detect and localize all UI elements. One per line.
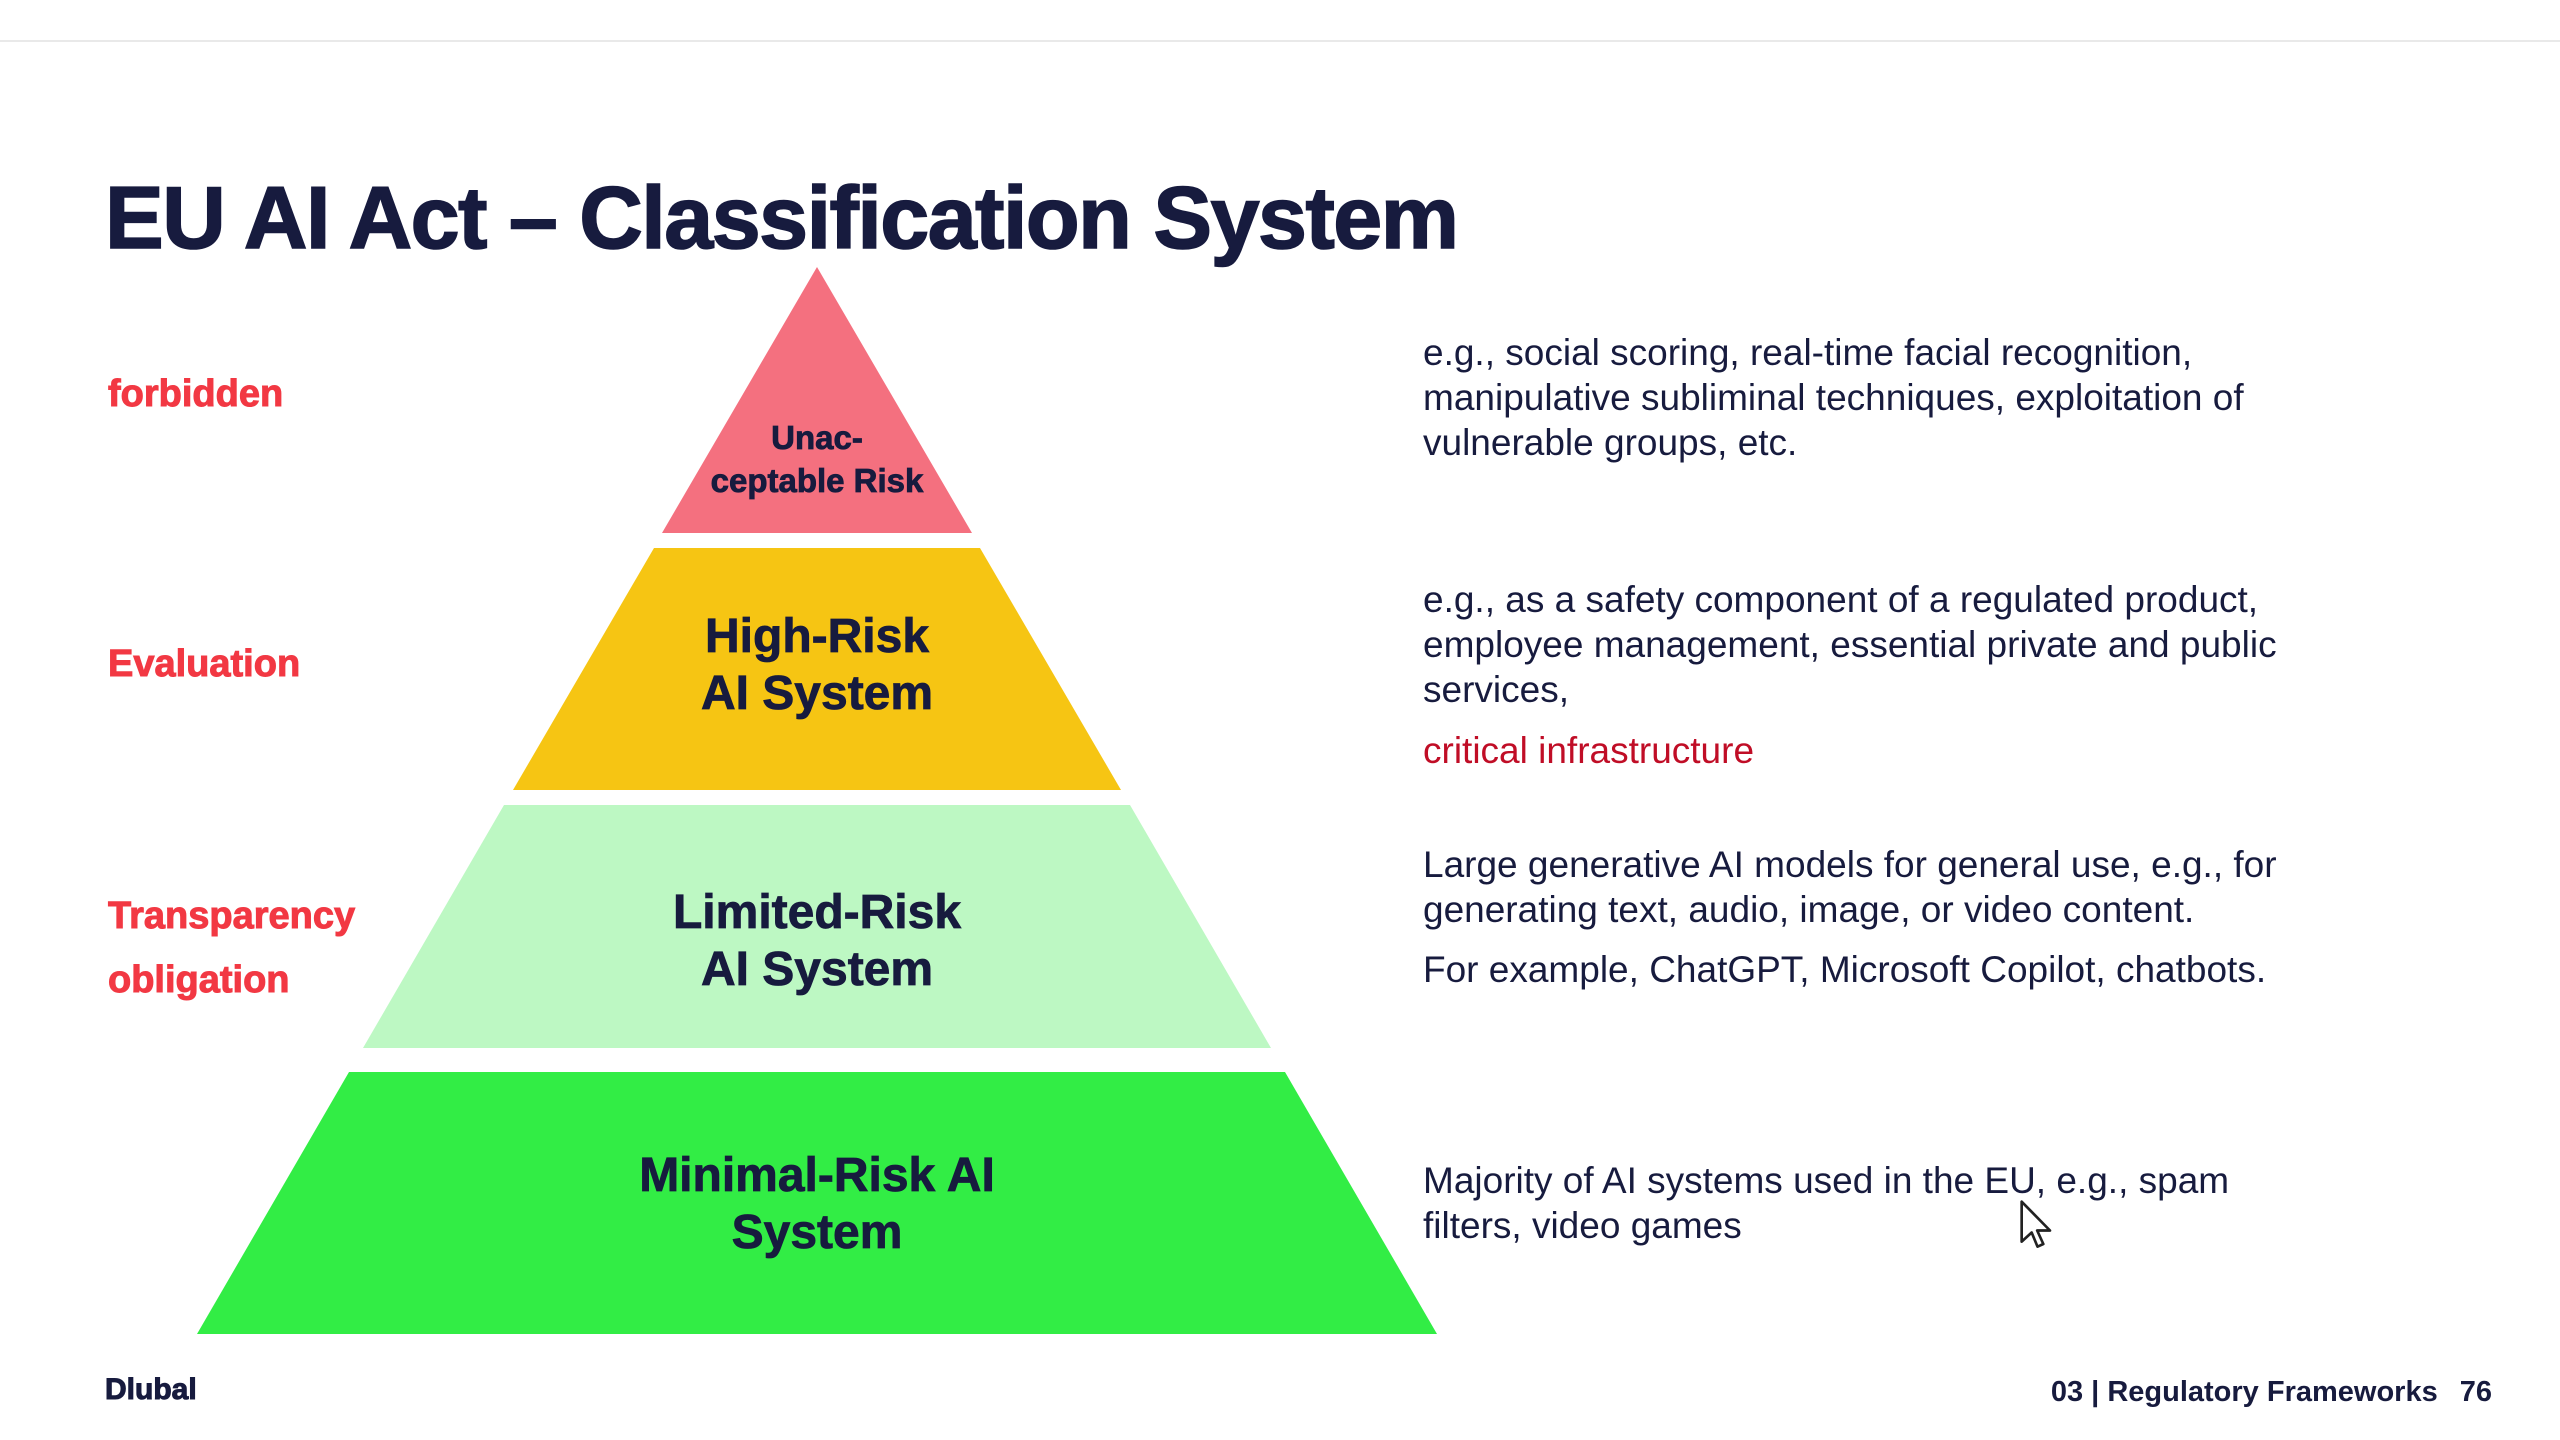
annotation-line: Large generative AI models for general u… (1423, 844, 2277, 885)
mouse-cursor-icon (2020, 1200, 2052, 1248)
annotation-line: generating text, audio, image, or video … (1423, 889, 2195, 930)
tier-label-line: System (731, 1206, 903, 1260)
annotation-line: services, (1423, 669, 1569, 710)
annotation-line: e.g., social scoring, real-time facial r… (1423, 332, 2193, 373)
annotation-line: filters, video games (1423, 1205, 1742, 1246)
label-evaluation: Evaluation (107, 643, 301, 686)
annotation-line: employee management, essential private a… (1423, 624, 2277, 665)
tier-label-limited-risk: Limited-Risk AI System (672, 884, 962, 998)
brand-logo-text: Dlubal (105, 1373, 198, 1407)
pyramid-tier-high-risk (513, 548, 1121, 790)
tier-label-line: Unac- (771, 419, 863, 457)
annotation-line: manipulative subliminal techniques, expl… (1423, 377, 2244, 418)
footer-section-label: 03 | Regulatory Frameworks (2050, 1376, 2438, 1408)
label-transparency-obligation: Transparency obligation (107, 884, 356, 1012)
page-number: 76 (2459, 1376, 2492, 1408)
tier-label-line: ceptable Risk (710, 462, 924, 500)
annotation-high-risk: e.g., as a safety component of a regulat… (1423, 577, 2277, 773)
tier-label-line: AI System (700, 943, 934, 997)
annotation-unacceptable-risk: e.g., social scoring, real-time facial r… (1423, 330, 2244, 465)
tier-label-minimal-risk: Minimal-Risk AI System (639, 1147, 995, 1261)
annotation-line: Majority of AI systems used in the EU, e… (1423, 1160, 2230, 1201)
tier-label-unacceptable-risk: Unac- ceptable Risk (710, 416, 924, 502)
label-forbidden: forbidden (107, 373, 284, 416)
footer-section-info: 03 | Regulatory Frameworks 76 (2051, 1374, 2492, 1410)
pyramid-tier-limited-risk (363, 805, 1271, 1048)
label-transparency-line2: obligation (107, 959, 290, 1002)
tier-label-high-risk: High-Risk AI System (700, 608, 934, 722)
tier-label-line: Limited-Risk (672, 886, 962, 940)
annotation-line: vulnerable groups, etc. (1423, 422, 1798, 463)
annotation-line: e.g., as a safety component of a regulat… (1423, 579, 2259, 620)
slide-top-edge (0, 40, 2560, 42)
annotation-example-line: For example, ChatGPT, Microsoft Copilot,… (1423, 949, 2267, 990)
annotation-minimal-risk: Majority of AI systems used in the EU, e… (1423, 1158, 2229, 1248)
tier-label-line: High-Risk (704, 610, 930, 664)
slide-title: EU AI Act – Classification System (104, 167, 1460, 267)
annotation-critical-infrastructure: critical infrastructure (1423, 730, 1755, 771)
tier-label-line: AI System (700, 667, 934, 721)
tier-label-line: Minimal-Risk AI (639, 1149, 995, 1203)
annotation-limited-risk: Large generative AI models for general u… (1423, 842, 2277, 992)
pyramid-tier-unacceptable-risk (662, 267, 972, 533)
pyramid-tier-minimal-risk (197, 1072, 1437, 1334)
label-transparency-line1: Transparency (107, 895, 356, 938)
